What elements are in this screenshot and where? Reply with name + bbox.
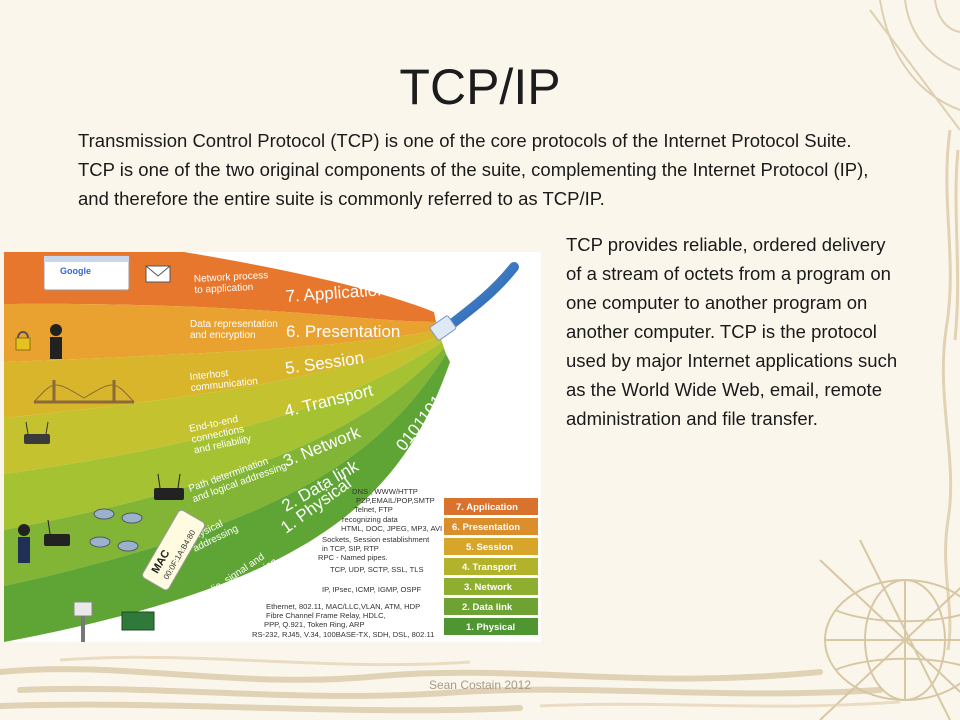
protocols-network: IP, IPsec, ICMP, IGMP, OSPF [322,585,422,594]
layer-legend: 7. Application 6. Presentation 5. Sessio… [444,498,538,635]
protocols-transport: TCP, UDP, SCTP, SSL, TLS [330,565,424,574]
legend-box-session [444,538,538,555]
legend-text-network: 3. Network [464,582,513,593]
band-transport [4,336,442,474]
legend-text-data-link: 2. Data link [462,602,513,613]
protocols-application: DNS , WWW/HTTP P2P,EMAIL/POP,SMTP Telnet… [352,487,437,514]
legend-text-presentation: 6. Presentation [452,522,520,533]
bridge-icon [33,380,135,404]
router-icon-1 [24,421,50,444]
legend-text-physical: 1. Physical [466,622,515,633]
protocols-data-link: Ethernet, 802.11, MAC/LLC,VLAN, ATM, HDP… [264,602,422,629]
desc-application: Network process to application [194,270,272,296]
protocols-session: Sockets, Session establishment in TCP, S… [318,535,431,562]
circuit-board-icon [121,611,155,631]
protocol-lists: DNS , WWW/HTTP P2P,EMAIL/POP,SMTP Telnet… [252,487,442,639]
slide-title: TCP/IP [399,59,561,115]
legend-box-transport [444,558,538,575]
email-envelope-icon [145,265,171,283]
padlock-icon [15,331,31,351]
google-logo-text: Google [60,266,91,276]
legend-box-presentation [444,518,538,535]
network-cable-icon [429,262,519,341]
legend-text-application: 7. Application [456,502,518,513]
legend-box-physical [444,618,538,635]
band-network [4,342,444,530]
legend-box-data-link [444,598,538,615]
osi-model-figure: 7. Application 6. Presentation 5. Sessio… [4,252,541,642]
guard-person-icon [18,524,30,563]
band-data-link [4,348,446,586]
osi-layer-bands [4,252,450,642]
desc-presentation: Data representation and encryption [190,319,281,341]
layer-label-presentation: 6. Presentation [286,322,400,341]
disk-icons [89,508,143,552]
person-icon [50,324,62,359]
legend-box-application [444,498,538,515]
band-physical [4,354,450,642]
protocols-presentation: recognizing data HTML, DOC, JPEG, MP3, A… [341,515,442,533]
legend-text-transport: 4. Transport [462,562,517,573]
band-presentation [4,303,438,362]
ethernet-plug-icon [73,601,93,642]
legend-text-session: 5. Session [466,542,513,553]
protocols-physical: RS-232, RJ45, V.34, 100BASE-TX, SDH, DSL… [252,630,434,639]
intro-paragraph: Transmission Control Protocol (TCP) is o… [78,130,869,209]
browser-window-icon: Google [43,255,130,291]
tcp-description-paragraph: TCP provides reliable, ordered delivery … [566,234,898,429]
router-icon-2 [154,473,184,500]
wifi-router-icon [44,519,70,546]
legend-box-network [444,578,538,595]
slide-footer: Sean Costain 2012 [428,678,532,692]
